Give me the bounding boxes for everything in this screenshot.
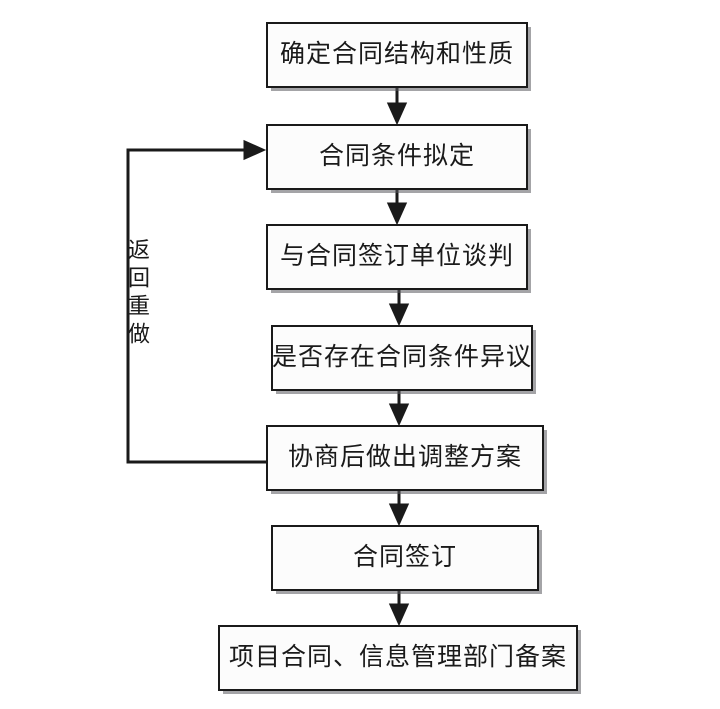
process-node-7[interactable]: 项目合同、信息管理部门备案 (218, 625, 578, 691)
process-node-2-label: 合同条件拟定 (318, 143, 475, 171)
process-node-1[interactable]: 确定合同结构和性质 (266, 22, 528, 88)
process-node-7-label: 项目合同、信息管理部门备案 (228, 644, 567, 672)
decision-node-4-label: 是否存在合同条件异议 (272, 344, 533, 372)
process-node-2[interactable]: 合同条件拟定 (266, 124, 528, 190)
process-node-3[interactable]: 与合同签订单位谈判 (266, 224, 528, 290)
process-node-5-label: 协商后做出调整方案 (287, 444, 522, 472)
process-node-6-label: 合同签订 (352, 544, 457, 572)
process-node-1-label: 确定合同结构和性质 (279, 41, 514, 69)
process-node-6[interactable]: 合同签订 (271, 525, 539, 591)
process-node-3-label: 与合同签订单位谈判 (279, 243, 514, 271)
feedback-loop-label: 返回重做 (125, 238, 150, 350)
decision-node-4[interactable]: 是否存在合同条件异议 (271, 325, 533, 391)
process-node-5[interactable]: 协商后做出调整方案 (266, 425, 544, 491)
